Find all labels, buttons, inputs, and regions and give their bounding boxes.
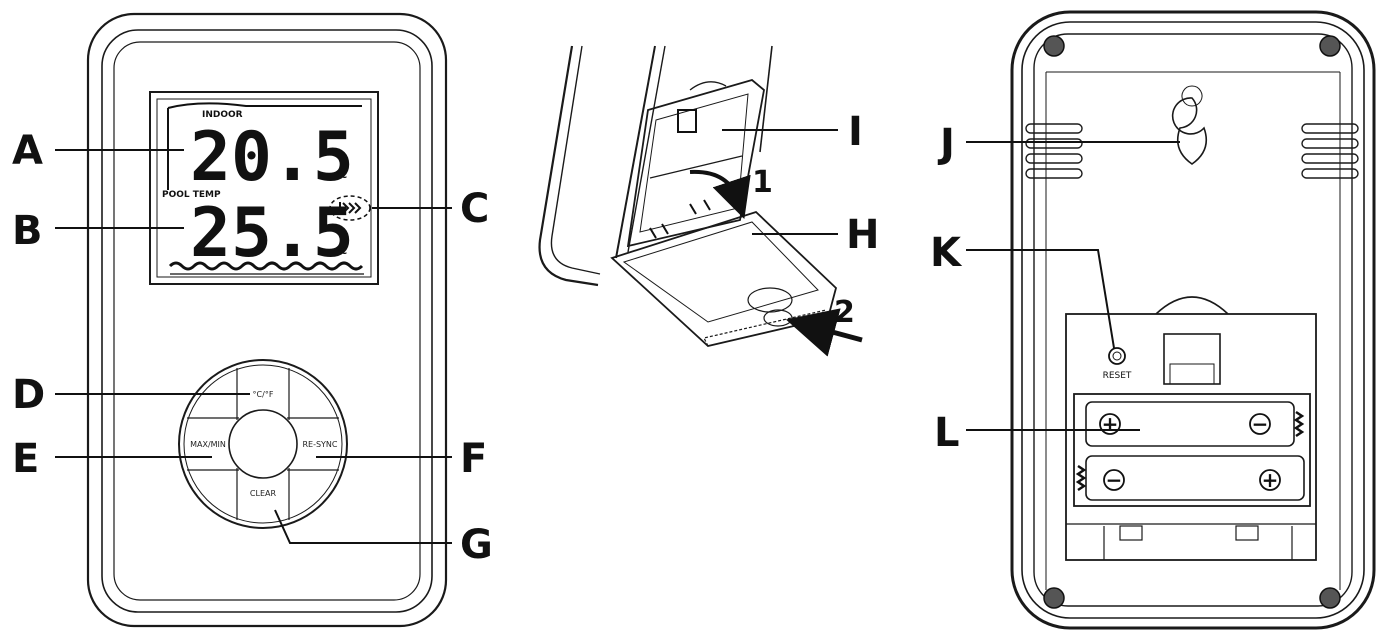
side-view: 1 2 I H: [538, 45, 879, 357]
pad-outer-ring: [178, 359, 348, 529]
front-view: INDOOR 20.5 °C POOL TEMP 25.5 °C: [12, 12, 493, 628]
polarity-plus-1: +: [1102, 412, 1119, 436]
step-2-label: 2: [834, 295, 855, 330]
front-case-outer: [86, 12, 448, 628]
step-1-label: 1: [752, 165, 773, 200]
callout-d: D: [12, 372, 45, 418]
vent-slots-right: [1301, 123, 1359, 179]
back-case-outer: [1010, 10, 1376, 630]
battery-latch[interactable]: [1163, 333, 1221, 385]
side-leader-lines: [722, 129, 838, 235]
back-panel: [1033, 33, 1353, 607]
callout-h: H: [846, 212, 879, 258]
battery-compartment-back: [1065, 313, 1317, 561]
pool-wave-graphic: [168, 261, 364, 271]
callout-g: G: [460, 522, 493, 568]
back-view: RESET + − − + J K L: [930, 10, 1376, 630]
front-face: [113, 41, 421, 601]
indoor-divider: [167, 102, 362, 109]
battery-cell-1: [1085, 401, 1295, 447]
indoor-unit: °C: [336, 171, 348, 181]
step-2-arrow: [785, 308, 863, 357]
max-min-button[interactable]: MAX/MIN: [190, 440, 226, 449]
battery-bay: [1073, 393, 1311, 507]
corner-screws: [1043, 35, 1341, 609]
polarity-plus-2: +: [1262, 468, 1279, 492]
vent-slots-left: [1025, 123, 1083, 179]
re-sync-button[interactable]: RE-SYNC: [302, 440, 337, 449]
pool-temp-label: POOL TEMP: [162, 190, 221, 200]
callout-e: E: [12, 436, 39, 482]
lcd-glass: [156, 98, 372, 278]
callout-a: A: [12, 128, 43, 174]
battery-compartment: [626, 79, 765, 248]
callout-l: L: [934, 410, 960, 456]
front-leader-lines: [55, 149, 452, 544]
polarity-minus-2: −: [1106, 468, 1123, 492]
indoor-label: INDOOR: [202, 110, 243, 120]
callout-k: K: [930, 230, 963, 276]
latch-tab: [677, 109, 697, 133]
wall-mount-keyhole: [1171, 97, 1208, 165]
callout-c: C: [460, 186, 489, 232]
polarity-minus-1: −: [1252, 412, 1269, 436]
callout-i: I: [848, 109, 863, 155]
indoor-temp-readout: 20.5: [190, 118, 354, 197]
signal-waves-icon: [329, 195, 371, 221]
lcd-bezel: [149, 91, 379, 285]
callout-b: B: [12, 208, 43, 254]
battery-springs: [1075, 410, 1305, 492]
step-1-arrow: [689, 169, 751, 219]
unit-toggle-button[interactable]: °C/°F: [253, 390, 274, 399]
pool-temp-readout: 25.5: [190, 194, 354, 273]
callout-j: J: [937, 121, 955, 167]
callout-f: F: [460, 436, 487, 482]
pool-unit: °C: [336, 247, 348, 257]
reset-button[interactable]: [1108, 347, 1126, 365]
stand-body-front: [538, 45, 599, 287]
button-pad: °C/°F MAX/MIN RE-SYNC CLEAR: [178, 359, 348, 529]
battery-door[interactable]: [610, 210, 838, 347]
front-case-inner: [101, 29, 433, 613]
back-leader-lines: [966, 141, 1180, 431]
pad-center-button[interactable]: [228, 409, 298, 479]
lcd-display: INDOOR 20.5 °C POOL TEMP 25.5 °C: [149, 91, 379, 285]
reset-label: RESET: [1103, 371, 1132, 381]
clear-button[interactable]: CLEAR: [250, 489, 277, 498]
